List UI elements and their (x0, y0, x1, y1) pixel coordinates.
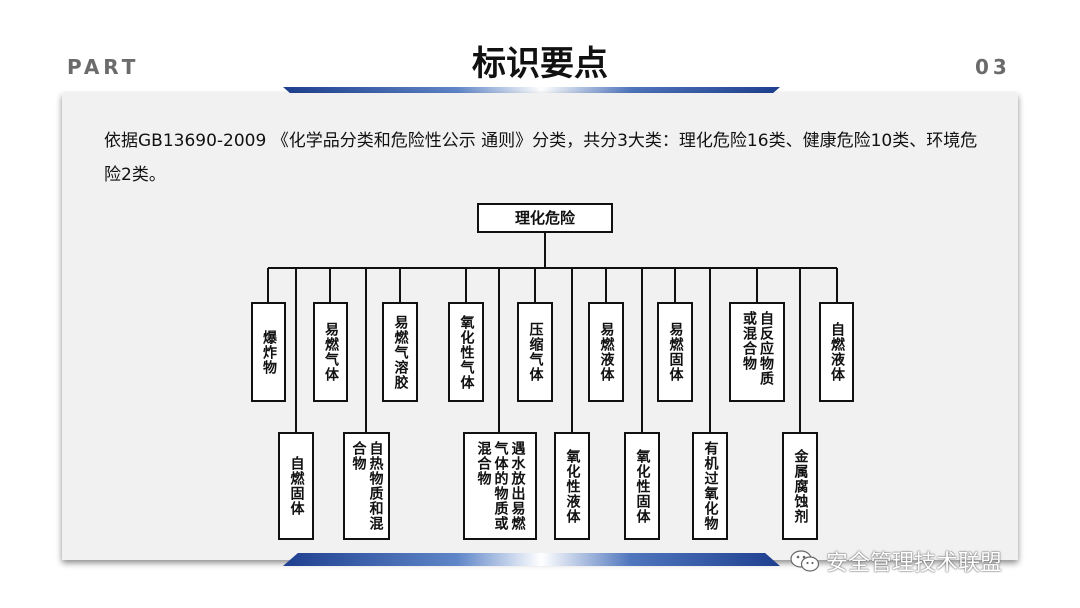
watermark: 安全管理技术联盟 (790, 545, 1002, 577)
node-flammable-liquids: 易燃液体 (588, 302, 624, 402)
node-explosives: 爆炸物 (251, 302, 286, 402)
node-water-reactive: 遇水放出易燃气体的物质或混合物 (463, 432, 537, 540)
page-number: 03 (975, 55, 1011, 79)
node-oxidizing-solids: 氧化性固体 (624, 432, 660, 540)
node-pyrophoric-solids: 自燃固体 (278, 432, 314, 540)
node-pyrophoric-liquids: 自燃液体 (819, 302, 854, 402)
node-organic-peroxides: 有机过氧化物 (692, 432, 728, 540)
node-oxidizing-gases: 氧化性气体 (448, 302, 484, 402)
node-self-heating: 自热物质和混合物 (343, 432, 390, 540)
bottom-accent-band (283, 553, 780, 566)
node-compressed-gases: 压缩气体 (517, 302, 553, 402)
intro-text: 依据GB13690-2009 《化学品分类和危险性公示 通则》分类，共分3大类：… (104, 131, 978, 185)
node-flammable-gases: 易燃气体 (313, 302, 348, 402)
part-label: PART (67, 55, 140, 79)
node-oxidizing-liquids: 氧化性液体 (554, 432, 590, 540)
page-title: 标识要点 (472, 44, 608, 84)
root-node-physical-hazards: 理化危险 (477, 203, 613, 233)
node-flammable-solids: 易燃固体 (657, 302, 693, 402)
node-self-reactive: 自反应物质或混合物 (729, 302, 785, 402)
node-flammable-aerosols: 易燃气溶胶 (382, 302, 418, 402)
node-corrosive-to-metals: 金属腐蚀剂 (782, 432, 818, 540)
wechat-icon (790, 550, 820, 572)
watermark-text: 安全管理技术联盟 (826, 551, 1003, 576)
